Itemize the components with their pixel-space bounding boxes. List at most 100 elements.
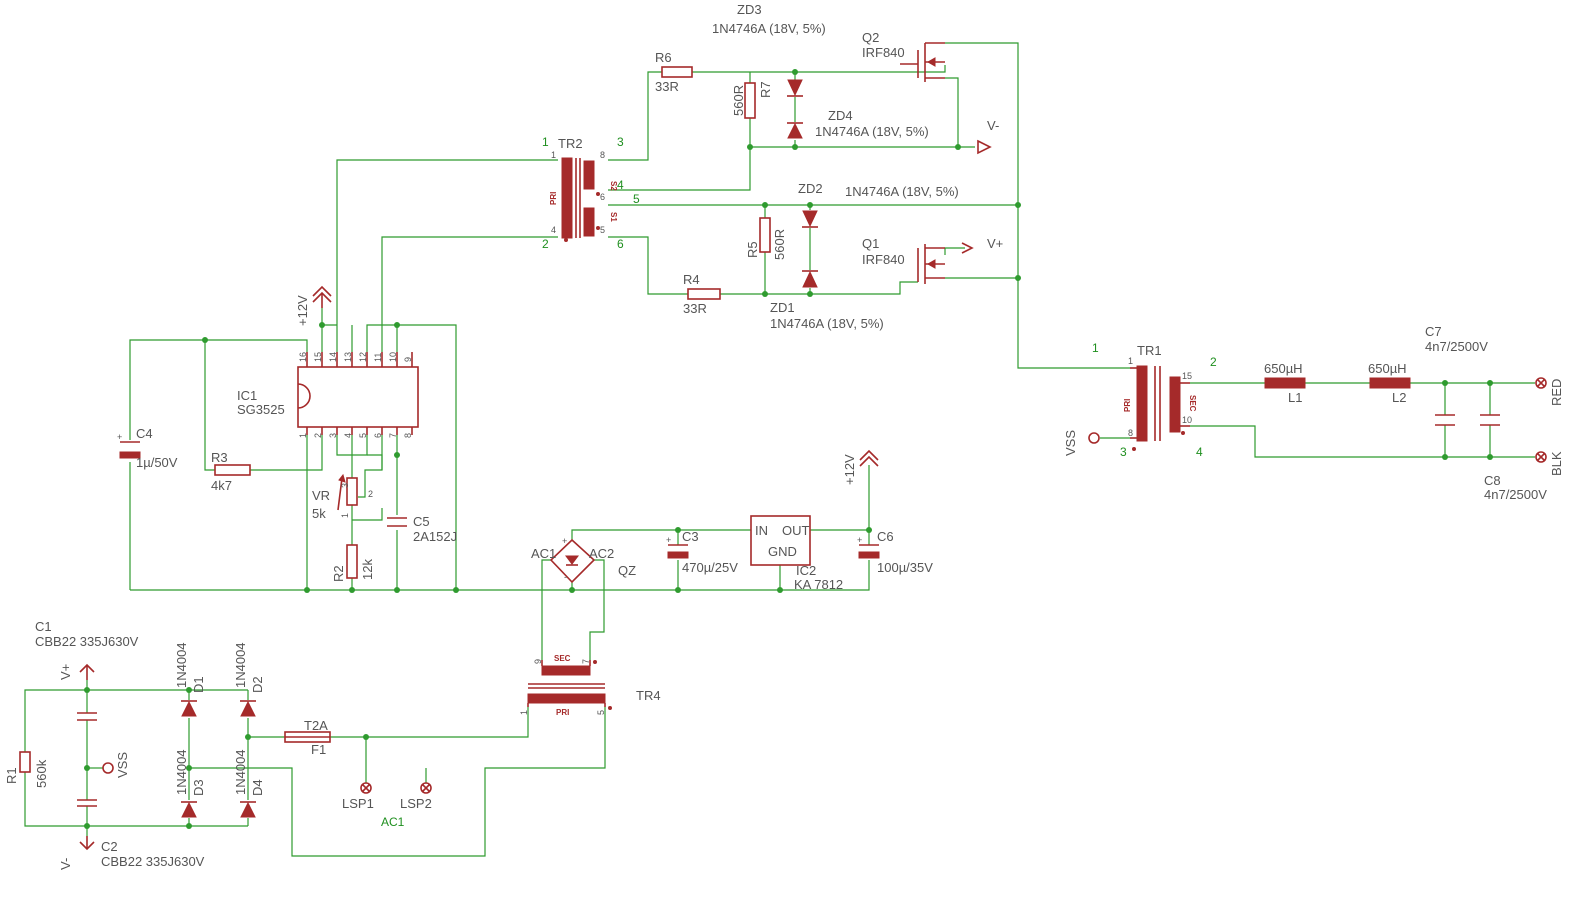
d4-value: 1N4004 (233, 749, 248, 795)
zd4-name: ZD4 (828, 108, 853, 123)
ic1-name: IC1 (237, 388, 257, 403)
net-4-tr2: 4 (617, 178, 624, 192)
wires (24, 42, 1535, 857)
ic1-pin-9: 9 (403, 357, 413, 362)
zd1-value: 1N4746A (18V, 5%) (770, 316, 884, 331)
ic1-pin-12: 12 (358, 352, 368, 362)
diode-d2: 1N4004 D2 (233, 642, 265, 717)
l1-name: L1 (1288, 390, 1302, 405)
terminal-blk: BLK (1535, 451, 1564, 476)
c2-value: CBB22 335J630V (101, 854, 205, 869)
lsp2-name: LSP2 (400, 796, 432, 811)
zener-zd2: ZD2 1N4746A (18V, 5%) (798, 181, 959, 228)
resistor-r4: R4 33R (683, 272, 721, 316)
qz-name: QZ (618, 563, 636, 578)
resistor-r6: R6 33R (655, 50, 693, 94)
ic1-bottom-pins (306, 427, 413, 435)
vss-label-mains: VSS (115, 752, 130, 778)
c1-name: C1 (35, 619, 52, 634)
net-labels-tr1: 1 2 3 4 (1092, 341, 1217, 459)
tr2-pin-5: 5 (600, 225, 605, 235)
r4-value: 33R (683, 301, 707, 316)
ic1-value: SG3525 (237, 402, 285, 417)
r3-name: R3 (211, 450, 228, 465)
vplus-label-mains: V+ (58, 664, 73, 680)
net-vplus-q1: V+ (961, 236, 1003, 254)
d1-value: 1N4004 (174, 642, 189, 688)
vr-pin-1: 1 (340, 513, 350, 518)
l1-value: 650µH (1264, 361, 1303, 376)
r3-value: 4k7 (211, 478, 232, 493)
svg-text:+: + (562, 536, 567, 546)
capacitor-c3: + C3 470µ/25V (666, 529, 738, 575)
bridge-qz: + - AC1 AC2 QZ (531, 536, 636, 584)
r4-name: R4 (683, 272, 700, 287)
d3-name: D3 (191, 779, 206, 796)
zd4-value: 1N4746A (18V, 5%) (815, 124, 929, 139)
c2-name: C2 (101, 839, 118, 854)
p12v-label-c6: +12V (842, 454, 857, 485)
tr4-pin-7: 7 (581, 659, 591, 664)
net-3-tr1: 3 (1120, 445, 1127, 459)
ic1-pin-7: 7 (388, 433, 398, 438)
tr2-pin-8: 8 (600, 150, 605, 160)
svg-text:+: + (857, 535, 862, 545)
capacitor-c2: C2 CBB22 335J630V (77, 799, 205, 869)
d2-name: D2 (250, 676, 265, 693)
d2-value: 1N4004 (233, 642, 248, 688)
f1-value: T2A (304, 718, 328, 733)
supply-12v-c6: +12V (842, 449, 879, 485)
tr2-pri: PRI (549, 192, 558, 205)
resistor-r5: R5 560R (745, 217, 787, 260)
r6-name: R6 (655, 50, 672, 65)
q1-name: Q1 (862, 236, 879, 251)
red-label: RED (1549, 379, 1564, 406)
r5-name: R5 (745, 241, 760, 258)
capacitor-c4: + C4 1µ/50V (117, 426, 178, 470)
ic1-pin-14: 14 (328, 352, 338, 362)
c3-name: C3 (682, 529, 699, 544)
tr1-pin-15: 15 (1182, 371, 1192, 381)
terminal-lsp1: LSP1 (342, 782, 374, 811)
zener-zd4: ZD4 1N4746A (18V, 5%) (787, 108, 929, 139)
vss-label-tr1: VSS (1063, 430, 1078, 456)
c1-value: CBB22 335J630V (35, 634, 139, 649)
zd3-name: ZD3 (737, 2, 762, 17)
tr2-name: TR2 (558, 136, 583, 151)
svg-text:+: + (666, 535, 671, 545)
tr1-pri: PRI (1123, 399, 1132, 412)
r1-name: R1 (4, 767, 19, 784)
svg-text:+: + (117, 432, 122, 442)
ic1-pin-3: 3 (328, 433, 338, 438)
zener-zd3: ZD3 1N4746A (18V, 5%) (712, 2, 826, 97)
resistor-r3: R3 4k7 (211, 450, 251, 493)
diode-d4: 1N4004 D4 (233, 749, 265, 818)
tr4-name: TR4 (636, 688, 661, 703)
ic2-name: IC2 (796, 563, 816, 578)
zd1-name: ZD1 (770, 300, 795, 315)
transformer-tr1: PRI SEC 1 8 15 10 TR1 (1123, 343, 1197, 451)
tr1-pin-10: 10 (1182, 415, 1192, 425)
net-3-tr2: 3 (617, 135, 624, 149)
vr-value: 5k (312, 506, 326, 521)
terminal-vss-tr1: VSS (1063, 430, 1100, 456)
diode-d1: 1N4004 D1 (174, 642, 206, 717)
ic1-pin-15: 15 (313, 352, 323, 362)
r7-value: 560R (731, 85, 746, 116)
ic2-in: IN (755, 523, 768, 538)
ic1-pin-8: 8 (403, 433, 413, 438)
capacitor-c8: C8 4n7/2500V (1480, 414, 1547, 502)
trimmer-vr: 3 2 1 VR 5k (312, 473, 373, 521)
lsp1-name: LSP1 (342, 796, 374, 811)
r2-value: 12k (360, 559, 375, 580)
c6-value: 100µ/35V (877, 560, 933, 575)
blk-label: BLK (1549, 451, 1564, 476)
r2-name: R2 (331, 565, 346, 582)
c5-name: C5 (413, 514, 430, 529)
vr-name: VR (312, 488, 330, 503)
ic1-pin-5: 5 (358, 433, 368, 438)
net-labels-tr2: 1 2 3 4 5 6 (542, 135, 640, 251)
l2-value: 650µH (1368, 361, 1407, 376)
svg-text:-: - (564, 572, 567, 582)
tr4-pin-1: 1 (519, 710, 529, 715)
